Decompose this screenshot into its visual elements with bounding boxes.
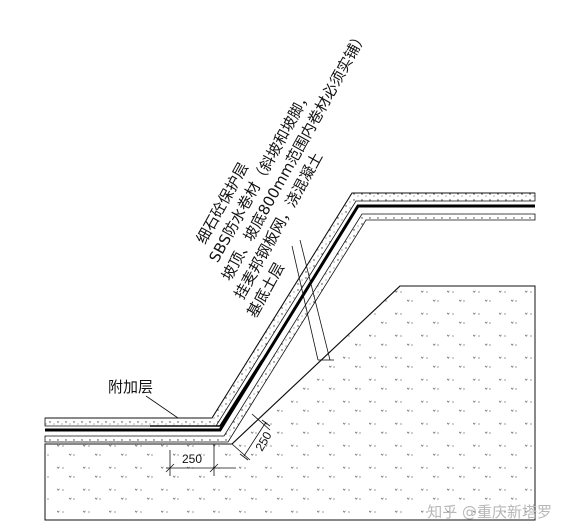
soil-boundary-line <box>45 285 535 445</box>
additional-layer-leader <box>145 395 179 419</box>
leader-line-1 <box>291 245 319 361</box>
watermark: 知乎 @重庆新塔罗 <box>427 503 552 521</box>
dim-bottom <box>165 444 236 476</box>
sbs-membrane <box>45 204 535 432</box>
top-surface-line <box>45 192 535 419</box>
dim-slope <box>231 413 271 461</box>
label-additional-layer: 附加层 <box>108 378 153 396</box>
base-soil <box>44 285 536 521</box>
dim-bottom-text: 250 <box>182 452 202 466</box>
mesh-concrete-layer <box>44 213 536 443</box>
leader-line-2 <box>299 239 331 361</box>
